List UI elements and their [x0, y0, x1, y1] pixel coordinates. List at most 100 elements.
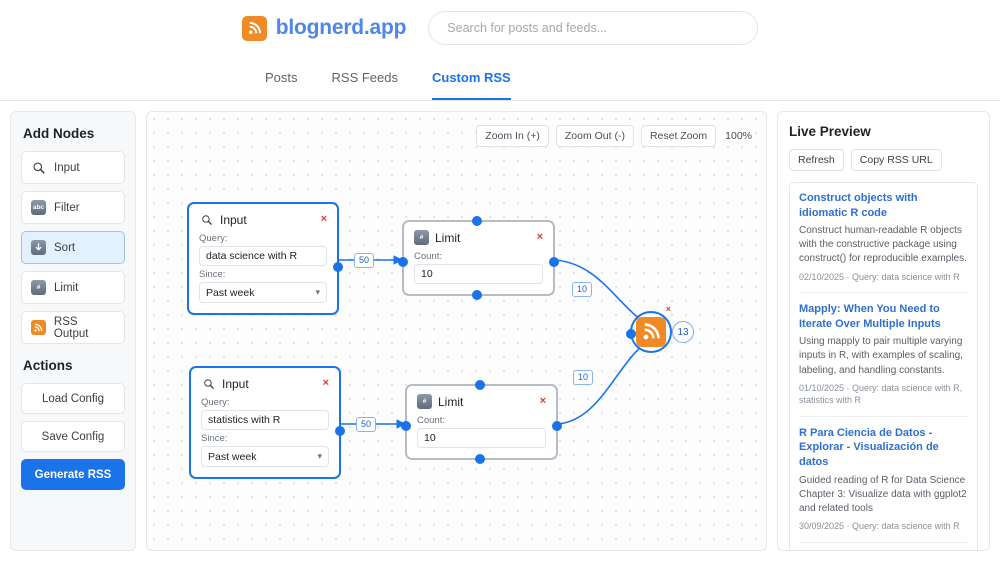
sidebar-node-label: RSS Output [53, 315, 89, 340]
edge-label-50-bottom: 50 [356, 417, 377, 432]
output-port[interactable] [552, 421, 562, 431]
preview-item-description: Guided reading of R for Data Science Cha… [799, 474, 967, 514]
canvas-node-limit-2[interactable]: # Limit × Count: 10 [401, 380, 562, 464]
sidebar-node-label: Limit [54, 281, 79, 294]
tab-rss-feeds[interactable]: RSS Feeds [331, 69, 398, 85]
preview-item-title[interactable]: R Para Ciencia de Datos - Explorar - Vis… [799, 426, 939, 468]
since-label: Since: [201, 433, 228, 444]
preview-item-title[interactable]: Construct objects with idiomatic R code [799, 192, 918, 219]
magnifier-icon [199, 212, 214, 227]
sidebar-node-filter[interactable]: abc Filter [21, 191, 125, 224]
add-nodes-title: Add Nodes [23, 126, 95, 141]
bottom-port[interactable] [472, 290, 482, 300]
query-input[interactable]: statistics with R [201, 410, 329, 430]
preview-item-title[interactable]: Mapply: When You Need to Iterate Over Mu… [799, 303, 941, 330]
top-port[interactable] [475, 380, 485, 390]
bottom-port[interactable] [475, 454, 485, 464]
sidebar-node-sort[interactable]: Sort [21, 231, 125, 264]
output-port[interactable] [333, 262, 343, 272]
abc-icon: abc [31, 200, 46, 215]
load-config-button[interactable]: Load Config [21, 383, 125, 414]
preview-item-meta: 02/10/2025 · Query: data science with R [799, 271, 960, 282]
node-title-label: Limit [435, 230, 461, 245]
node-title: # Limit [414, 230, 460, 245]
count-label: Count: [414, 251, 442, 262]
magnifier-icon [31, 160, 46, 175]
list-item[interactable]: R Para Ciencia de Datos - Explorar - Vis… [799, 426, 968, 543]
brand[interactable]: blognerd.app [241, 15, 407, 41]
list-item[interactable]: Mapply: When You Need to Iterate Over Mu… [799, 302, 968, 417]
list-item[interactable]: Construct objects with idiomatic R code … [799, 191, 968, 294]
hash-icon: # [414, 230, 429, 245]
preview-list[interactable]: Construct objects with idiomatic R code … [789, 182, 978, 550]
sidebar-node-rss-output[interactable]: RSS Output [21, 311, 125, 344]
rss-output-count-badge: 13 [672, 321, 694, 343]
output-port[interactable] [335, 426, 345, 436]
save-config-button[interactable]: Save Config [21, 421, 125, 452]
hash-icon: # [31, 280, 46, 295]
canvas-node-input-2[interactable]: Input × Query: statistics with R Since: … [189, 366, 345, 479]
zoom-in-button[interactable]: Zoom In (+) [476, 125, 549, 147]
reset-zoom-button[interactable]: Reset Zoom [640, 125, 717, 147]
sidebar-node-limit[interactable]: # Limit [21, 271, 125, 304]
search-input[interactable] [428, 11, 759, 45]
actions-title: Actions [23, 358, 73, 373]
preview-item-meta: 30/09/2025 · Query: data science with R [799, 521, 960, 532]
top-port[interactable] [472, 216, 482, 226]
node-title-label: Limit [438, 394, 464, 409]
since-select[interactable]: Past week ▾ [201, 446, 329, 467]
close-icon[interactable]: × [322, 377, 329, 389]
canvas-node-rss-output[interactable]: × [626, 304, 672, 353]
zoom-level-label: 100% [725, 130, 752, 142]
input-port[interactable] [626, 329, 636, 339]
copy-rss-url-button[interactable]: Copy RSS URL [850, 149, 942, 171]
refresh-button[interactable]: Refresh [789, 149, 844, 171]
close-icon[interactable]: × [665, 304, 671, 314]
query-label: Query: [199, 233, 228, 244]
since-select[interactable]: Past week ▾ [199, 282, 327, 303]
main-tabs: Posts RSS Feeds Custom RSS [0, 56, 1000, 101]
live-preview-title: Live Preview [789, 124, 871, 139]
count-input[interactable]: 10 [414, 264, 543, 284]
canvas-node-input-1[interactable]: Input × Query: data science with R Since… [187, 202, 343, 315]
sidebar: Add Nodes Input abc Filter Sort # Limit [10, 111, 136, 551]
search-field[interactable] [445, 20, 742, 36]
sidebar-node-label: Input [54, 161, 80, 174]
input-port[interactable] [401, 421, 411, 431]
edge-label-50-top: 50 [354, 253, 375, 268]
output-port[interactable] [549, 257, 559, 267]
node-title: Input [199, 212, 247, 227]
preview-item-meta: 01/10/2025 · Query: data science with R,… [799, 382, 963, 406]
tab-posts[interactable]: Posts [265, 69, 298, 85]
node-title: Input [201, 376, 249, 391]
close-icon[interactable]: × [536, 231, 543, 243]
node-canvas[interactable]: Zoom In (+) Zoom Out (-) Reset Zoom 100% [146, 111, 767, 551]
down-arrow-icon [31, 240, 46, 255]
rss-icon [241, 15, 267, 41]
brand-name: blognerd.app [275, 16, 407, 39]
node-header: Input × [201, 376, 329, 391]
since-label: Since: [199, 269, 226, 280]
sidebar-node-input[interactable]: Input [21, 151, 125, 184]
close-icon[interactable]: × [539, 395, 546, 407]
magnifier-icon [201, 376, 216, 391]
zoom-out-button[interactable]: Zoom Out (-) [555, 125, 634, 147]
since-value: Past week [206, 286, 255, 299]
close-icon[interactable]: × [320, 213, 327, 225]
preview-toolbar: Refresh Copy RSS URL [789, 149, 978, 171]
rss-icon [636, 317, 666, 347]
count-input[interactable]: 10 [417, 428, 546, 448]
preview-item-description: Using mapply to pair multiple varying in… [799, 336, 963, 376]
canvas-node-limit-1[interactable]: # Limit × Count: 10 [398, 216, 559, 300]
sidebar-node-label: Filter [54, 201, 80, 214]
tab-custom-rss[interactable]: Custom RSS [432, 56, 511, 100]
chevron-down-icon: ▾ [315, 287, 320, 297]
hash-icon: # [417, 394, 432, 409]
since-value: Past week [208, 450, 257, 463]
input-port[interactable] [398, 257, 408, 267]
query-label: Query: [201, 397, 230, 408]
query-input[interactable]: data science with R [199, 246, 327, 266]
generate-rss-button[interactable]: Generate RSS [21, 459, 125, 490]
body: Add Nodes Input abc Filter Sort # Limit [0, 101, 1000, 566]
node-title: # Limit [417, 394, 463, 409]
